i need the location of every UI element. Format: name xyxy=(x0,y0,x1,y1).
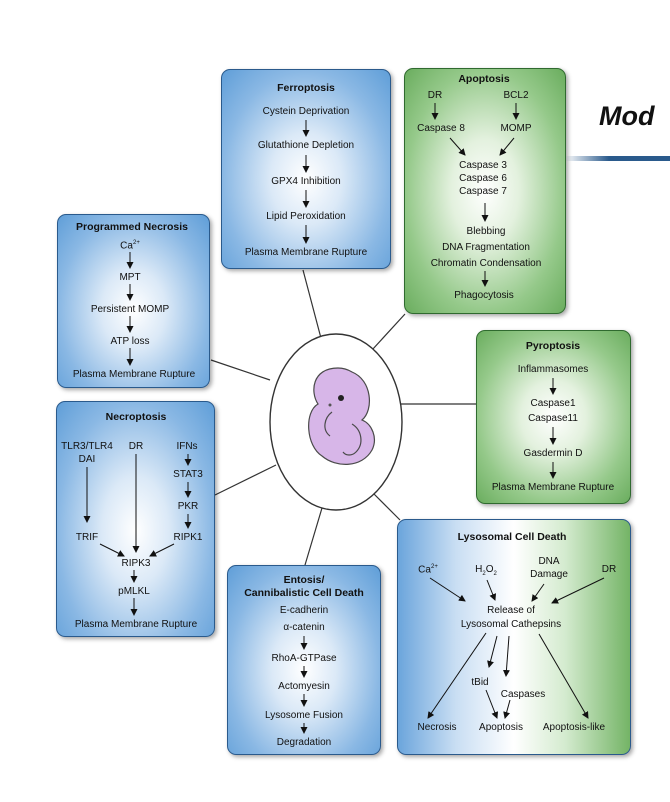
programmed-necrosis-step: Persistent MOMP xyxy=(90,304,170,315)
programmed-necrosis-box xyxy=(57,214,210,388)
h2o2-o: O xyxy=(485,564,494,575)
connector-entosis xyxy=(304,507,323,566)
necroptosis-dr: DR xyxy=(128,441,144,452)
lysosomal-h2o2: H2O2 xyxy=(475,564,497,578)
ferroptosis-step: Cystein Deprivation xyxy=(262,106,350,117)
lysosomal-dr: DR xyxy=(601,564,617,575)
embryo-eye-highlight xyxy=(328,403,332,407)
lysosomal-cathepsins: Lysosomal Cathepsins xyxy=(460,619,562,630)
apoptosis-bcl2: BCL2 xyxy=(503,90,529,101)
slide-title: Mod xyxy=(599,101,655,131)
apoptosis-phagocytosis: Phagocytosis xyxy=(454,290,514,301)
apoptosis-dna-fragmentation: DNA Fragmentation xyxy=(442,242,530,253)
embryo-icon xyxy=(308,367,375,465)
lysosomal-release: Release of xyxy=(487,605,535,616)
necroptosis-pkr: PKR xyxy=(177,501,199,512)
apoptosis-dr: DR xyxy=(427,90,443,101)
pyroptosis-heading: Pyroptosis xyxy=(525,340,581,352)
apoptosis-caspase7: Caspase 7 xyxy=(459,186,507,197)
necroptosis-heading: Necroptosis xyxy=(105,411,167,423)
entosis-step: Degradation xyxy=(276,737,332,748)
lysosomal-box xyxy=(397,519,631,755)
necroptosis-stat3: STAT3 xyxy=(173,469,203,480)
programmed-necrosis-heading: Programmed Necrosis xyxy=(75,221,189,233)
ferroptosis-box xyxy=(221,69,391,269)
lysosomal-heading: Lysosomal Cell Death xyxy=(457,531,567,543)
lysosomal-dna: DNA xyxy=(538,556,560,567)
necroptosis-ripk1: RIPK1 xyxy=(173,532,203,543)
pyroptosis-rupture: Plasma Membrane Rupture xyxy=(491,482,615,493)
connector-necroptosis xyxy=(214,464,277,496)
lysosomal-calcium: Ca2+ xyxy=(418,564,438,576)
entosis-step: Actomyesin xyxy=(278,681,330,692)
necroptosis-trif: TRIF xyxy=(75,532,99,543)
ferroptosis-heading: Ferroptosis xyxy=(277,82,335,94)
connector-lysosomal xyxy=(371,491,401,521)
programmed-necrosis-step: Plasma Membrane Rupture xyxy=(72,369,196,380)
connector-apoptosis xyxy=(371,313,406,351)
necroptosis-dai: DAI xyxy=(78,454,96,465)
lysosomal-necrosis: Necrosis xyxy=(417,722,457,733)
entosis-heading-line1: Entosis/ xyxy=(283,574,325,586)
apoptosis-caspase8: Caspase 8 xyxy=(417,123,465,134)
apoptosis-heading: Apoptosis xyxy=(458,73,510,85)
lysosomal-caspases: Caspases xyxy=(500,689,546,700)
apoptosis-blebbing: Blebbing xyxy=(466,226,506,237)
pyroptosis-gasdermin: Gasdermin D xyxy=(523,448,583,459)
necroptosis-ripk3: RIPK3 xyxy=(121,558,151,569)
ferroptosis-step: GPX4 Inhibition xyxy=(271,176,341,187)
entosis-step: E-cadherin xyxy=(279,605,329,616)
calcium-base: Ca xyxy=(418,564,431,576)
apoptosis-chromatin: Chromatin Condensation xyxy=(430,258,542,269)
calcium-superscript: 2+ xyxy=(132,240,140,246)
entosis-heading-line2: Cannibalistic Cell Death xyxy=(244,587,364,599)
apoptosis-caspase3: Caspase 3 xyxy=(459,160,507,171)
lysosomal-apoptosis: Apoptosis xyxy=(479,722,523,733)
apoptosis-momp: MOMP xyxy=(500,123,532,134)
pyroptosis-box xyxy=(476,330,631,504)
ferroptosis-step: Plasma Membrane Rupture xyxy=(244,247,368,258)
pyroptosis-inflammasomes: Inflammasomes xyxy=(517,364,589,375)
necroptosis-rupture: Plasma Membrane Rupture xyxy=(74,619,198,630)
h2o2-h: H xyxy=(475,564,483,575)
necroptosis-ifns: IFNs xyxy=(176,441,198,452)
entosis-step: RhoA-GTPase xyxy=(271,653,337,664)
ferroptosis-step: Lipid Peroxidation xyxy=(266,211,346,222)
ferroptosis-step: Glutathione Depletion xyxy=(257,140,355,151)
connector-ferroptosis xyxy=(302,269,323,343)
title-underline xyxy=(565,156,670,161)
calcium-superscript: 2+ xyxy=(430,564,438,570)
embryo-eye-icon xyxy=(338,395,344,401)
lysosomal-damage: Damage xyxy=(530,569,568,580)
necroptosis-box xyxy=(56,401,215,637)
lysosomal-tbid: tBid xyxy=(471,677,489,688)
entosis-step: Lysosome Fusion xyxy=(265,710,343,721)
pyroptosis-caspase11: Caspase11 xyxy=(528,413,578,424)
pyroptosis-caspase1: Caspase1 xyxy=(530,398,576,409)
programmed-necrosis-calcium: Ca2+ xyxy=(120,240,140,252)
programmed-necrosis-step: ATP loss xyxy=(110,336,150,347)
necroptosis-tlr: TLR3/TLR4 xyxy=(61,441,113,452)
h2o2-sub-2: 2 xyxy=(493,571,497,577)
entosis-step: α-catenin xyxy=(283,622,325,633)
connector-programmed-necrosis xyxy=(210,359,271,381)
programmed-necrosis-step: MPT xyxy=(119,272,141,283)
necroptosis-pmlkl: pMLKL xyxy=(118,586,150,597)
lysosomal-apoptosis-like: Apoptosis-like xyxy=(542,722,606,733)
calcium-base: Ca xyxy=(120,240,133,252)
apoptosis-caspase6: Caspase 6 xyxy=(459,173,507,184)
h2o2-sub-1: 2 xyxy=(482,571,486,577)
